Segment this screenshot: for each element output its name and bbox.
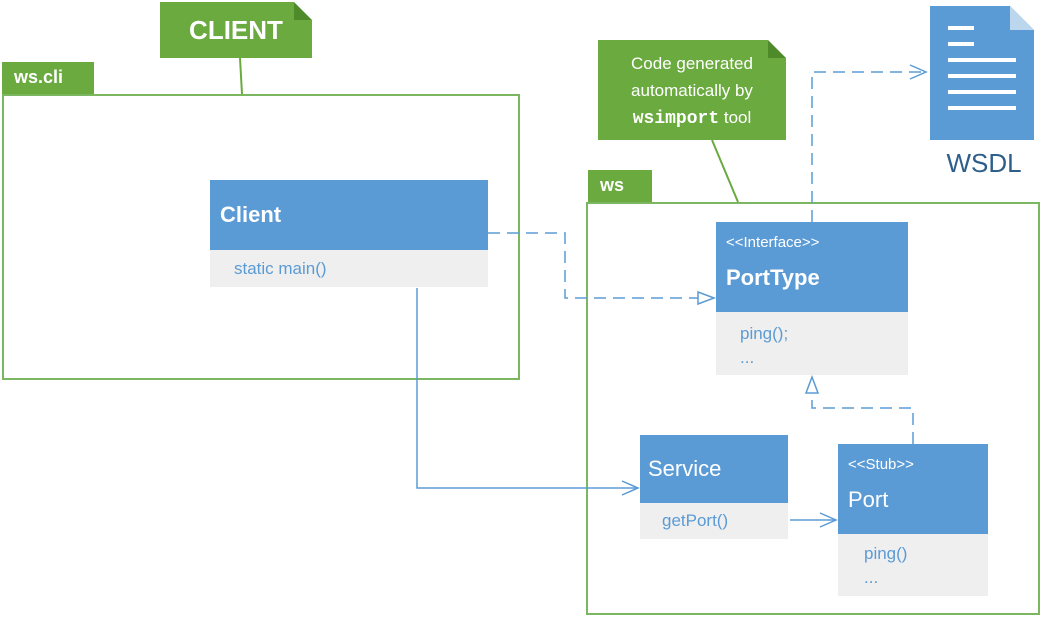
package-tab-label: ws.cli [14,67,64,87]
class-member: ... [864,568,879,587]
note-line-3-rest: tool [719,108,752,127]
class-member: ping() [864,544,908,563]
package-tab-ws-cli: ws.cli [2,62,94,94]
wsdl-label: WSDL [946,148,1022,178]
class-service-members: getPort() [640,503,788,539]
dependency-porttype-wsdl [811,71,926,222]
note-client-text: CLIENT [189,15,283,45]
class-client-name: Client [220,202,282,227]
class-port-members: ping() ... [838,534,988,596]
class-client-header: Client [210,180,488,250]
class-port-stereotype: <<Stub>> [848,456,914,473]
note-client-anchor [239,57,243,95]
open-arrowhead-icon [621,480,640,496]
package-tab-label: ws [600,175,625,195]
class-porttype-name: PortType [726,265,820,290]
association-client-service [416,288,638,489]
class-port-name: Port [848,487,889,512]
class-member: static main() [234,259,327,278]
package-ws [586,202,1040,615]
note-fold-icon [768,40,786,58]
dependency-client-porttype [488,232,714,299]
note-code: wsimport [632,109,720,129]
note-client: CLIENT [160,2,312,58]
note-generated: Code generated automatically by wsimport… [598,40,786,140]
class-client-members: static main() [210,250,488,287]
document-icon [930,6,1034,140]
class-porttype-members: ping(); ... [716,312,908,375]
open-arrowhead-icon [819,512,838,528]
class-service-name: Service [648,456,722,481]
class-member: ... [740,348,755,367]
class-service-header: Service [640,435,788,503]
realization-arrowhead-icon [804,374,820,394]
open-arrowhead-icon [909,64,928,80]
note-line-2: automatically by [631,81,753,100]
class-member: getPort() [662,511,729,530]
note-line-1: Code generated [631,54,753,73]
package-ws-cli [2,94,520,380]
note-fold-icon [294,2,312,20]
realization-port-porttype [811,380,914,444]
class-port-header: <<Stub>> Port [838,444,988,534]
dependency-arrowhead-icon [697,290,717,306]
note-generated-anchor [711,139,739,203]
class-porttype-header: <<Interface>> PortType [716,222,908,312]
package-tab-ws: ws [588,170,652,202]
class-member: ping(); [740,324,789,343]
class-porttype-stereotype: <<Interface>> [726,234,820,251]
